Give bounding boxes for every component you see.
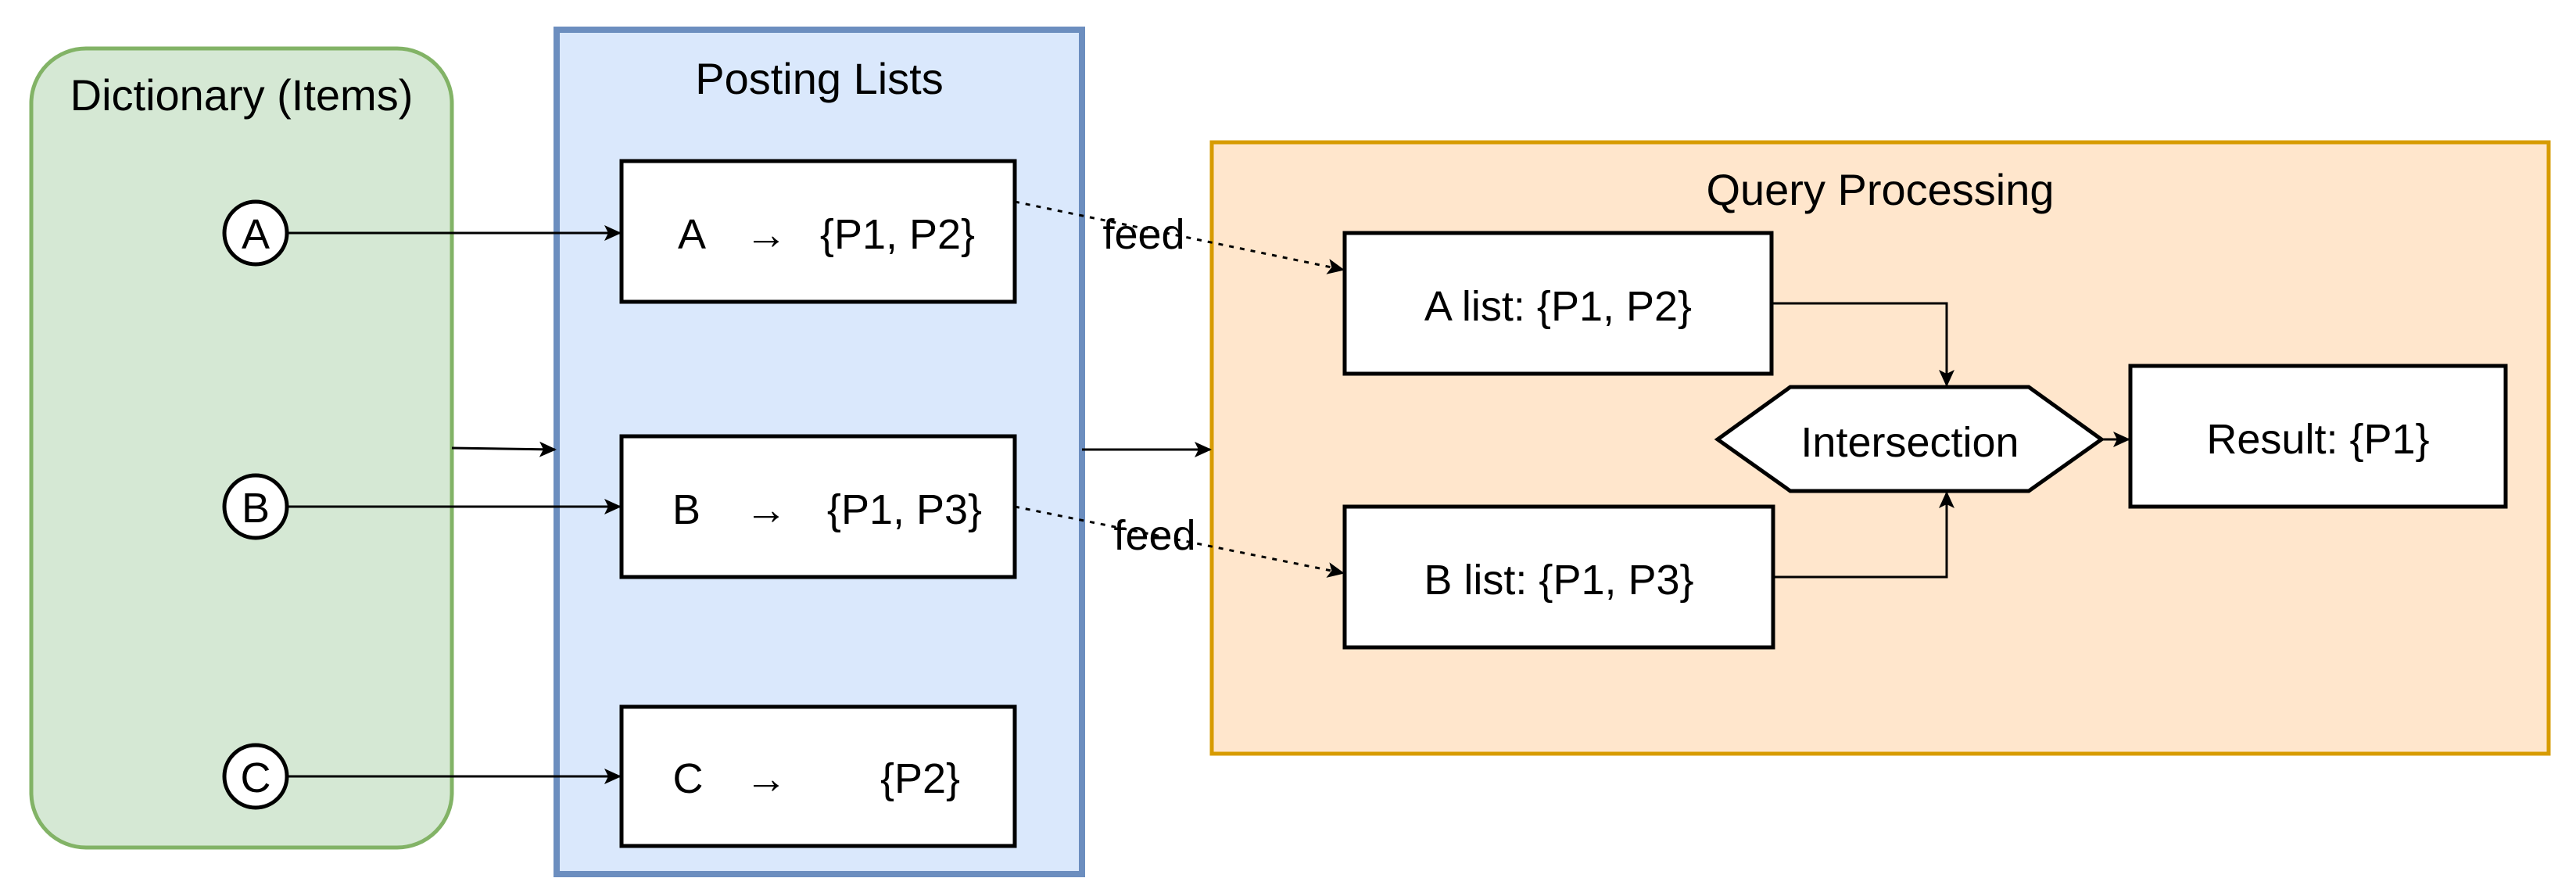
posting-key: C [673,755,704,802]
posting-set: {P2} [880,755,960,802]
b-list-node: B list: {P1, P3} [1342,504,1775,650]
dictionary-item-a: A [222,199,289,267]
edge-a-list-to-intersection [1772,302,1954,387]
arrow-icon: → [745,211,787,258]
posting-set: {P1, P2} [820,211,975,258]
dictionary-item-c: C [222,743,289,810]
feed-edge-a [1014,200,1345,274]
intersection-node: Intersection [1714,385,2105,493]
edge-dictionary-to-postings [451,441,557,457]
arrow-icon: → [745,755,787,802]
posting-list-c: C → {P2} [619,704,1017,848]
dictionary-item-label: A [242,211,270,258]
result-node: Result: {P1} [2128,364,2508,509]
a-list-node: A list: {P1, P2} [1342,231,1774,376]
posting-lists-title: Posting Lists [695,54,944,103]
dictionary-container [29,46,454,850]
dictionary-item-label: C [241,754,271,801]
query-processing-title: Query Processing [1706,165,2054,214]
posting-key: B [672,486,700,533]
intersection-hexagon [1714,385,2105,493]
a-list-label: A list: {P1, P2} [1424,283,1692,330]
dictionary-item-label: B [242,485,270,532]
dictionary-panel: Dictionary (Items) [29,46,454,850]
feed-edge-b [1014,505,1345,578]
feed-label-top: feed [1102,211,1184,258]
posting-list-a: A → {P1, P2} [619,159,1017,304]
posting-set: {P1, P3} [827,486,982,533]
dictionary-title: Dictionary (Items) [70,70,414,120]
posting-key: A [678,211,706,258]
b-list-label: B list: {P1, P3} [1424,557,1693,604]
posting-list-b: B → {P1, P3} [619,434,1017,579]
dictionary-item-b: B [222,473,289,540]
intersection-label: Intersection [1800,419,2019,466]
feed-label-bottom: feed [1113,512,1195,559]
edge-b-list-to-intersection [1773,491,1954,579]
result-label: Result: {P1} [2206,416,2429,463]
arrow-icon: → [745,486,787,533]
